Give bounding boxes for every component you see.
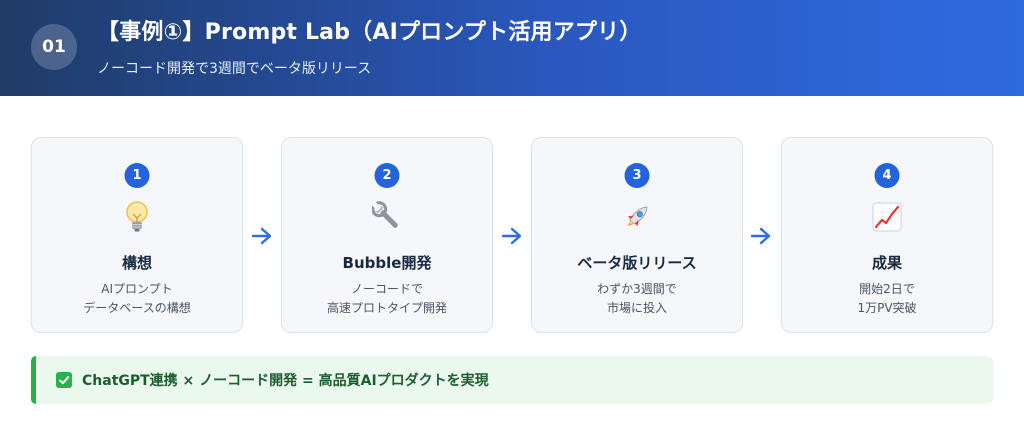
- step-number-badge: 2: [374, 163, 400, 188]
- wrench-icon: [282, 200, 492, 234]
- step-description: ノーコードで 高速プロトタイプ開発: [282, 280, 492, 318]
- lightbulb-icon: [32, 200, 242, 234]
- step-description-line: AIプロンプト: [101, 282, 173, 296]
- page-title: 【事例①】Prompt Lab（AIプロンプト活用アプリ）: [97, 20, 642, 45]
- step-description: AIプロンプト データベースの構想: [32, 280, 242, 318]
- page-subtitle: ノーコード開発で3週間でベータ版リリース: [97, 61, 372, 77]
- step-card-concept: 1 構想 AIプロンプト データベースの構想: [31, 137, 243, 333]
- step-title: ベータ版リリース: [577, 254, 697, 272]
- step-description-line: わずか3週間で: [597, 282, 677, 296]
- header-banner: 01 【事例①】Prompt Lab（AIプロンプト活用アプリ） ノーコード開発…: [0, 0, 1024, 96]
- result-summary-bar: ChatGPT連携 × ノーコード開発 = 高品質AIプロダクトを実現: [31, 356, 993, 404]
- step-title: 成果: [871, 254, 902, 272]
- arrow-right-icon: [749, 225, 773, 247]
- step-title: 構想: [121, 254, 152, 272]
- step-description-line: ノーコードで: [350, 282, 423, 296]
- chart-increasing-icon: [782, 200, 992, 234]
- check-mark-icon: [56, 372, 72, 388]
- step-description-line: データベースの構想: [83, 301, 191, 315]
- arrow-right-icon: [250, 225, 274, 247]
- step-card-results: 4 成果 開始2日で 1万PV突破: [781, 137, 993, 333]
- step-description: わずか3週間で 市場に投入: [532, 280, 742, 318]
- result-accent-bar: [31, 356, 36, 404]
- step-description-line: 開始2日で: [859, 282, 915, 296]
- step-number-badge: 3: [624, 163, 650, 188]
- step-description-line: 市場に投入: [606, 301, 667, 315]
- rocket-icon: [532, 200, 742, 234]
- step-number-badge: 1: [124, 163, 150, 188]
- step-title: Bubble開発: [342, 254, 432, 272]
- case-number-badge: 01: [31, 24, 77, 70]
- step-number-badge: 4: [874, 163, 900, 188]
- step-description-line: 高速プロトタイプ開発: [326, 301, 447, 315]
- step-description: 開始2日で 1万PV突破: [782, 280, 992, 318]
- arrow-right-icon: [500, 225, 524, 247]
- step-description-line: 1万PV突破: [857, 301, 917, 315]
- step-card-bubble-development: 2 Bubble開発 ノーコードで 高速プロトタイプ開発: [281, 137, 493, 333]
- step-card-beta-release: 3 ベータ版リリース わずか3週間で 市場に投入: [531, 137, 743, 333]
- result-summary-text: ChatGPT連携 × ノーコード開発 = 高品質AIプロダクトを実現: [82, 373, 489, 389]
